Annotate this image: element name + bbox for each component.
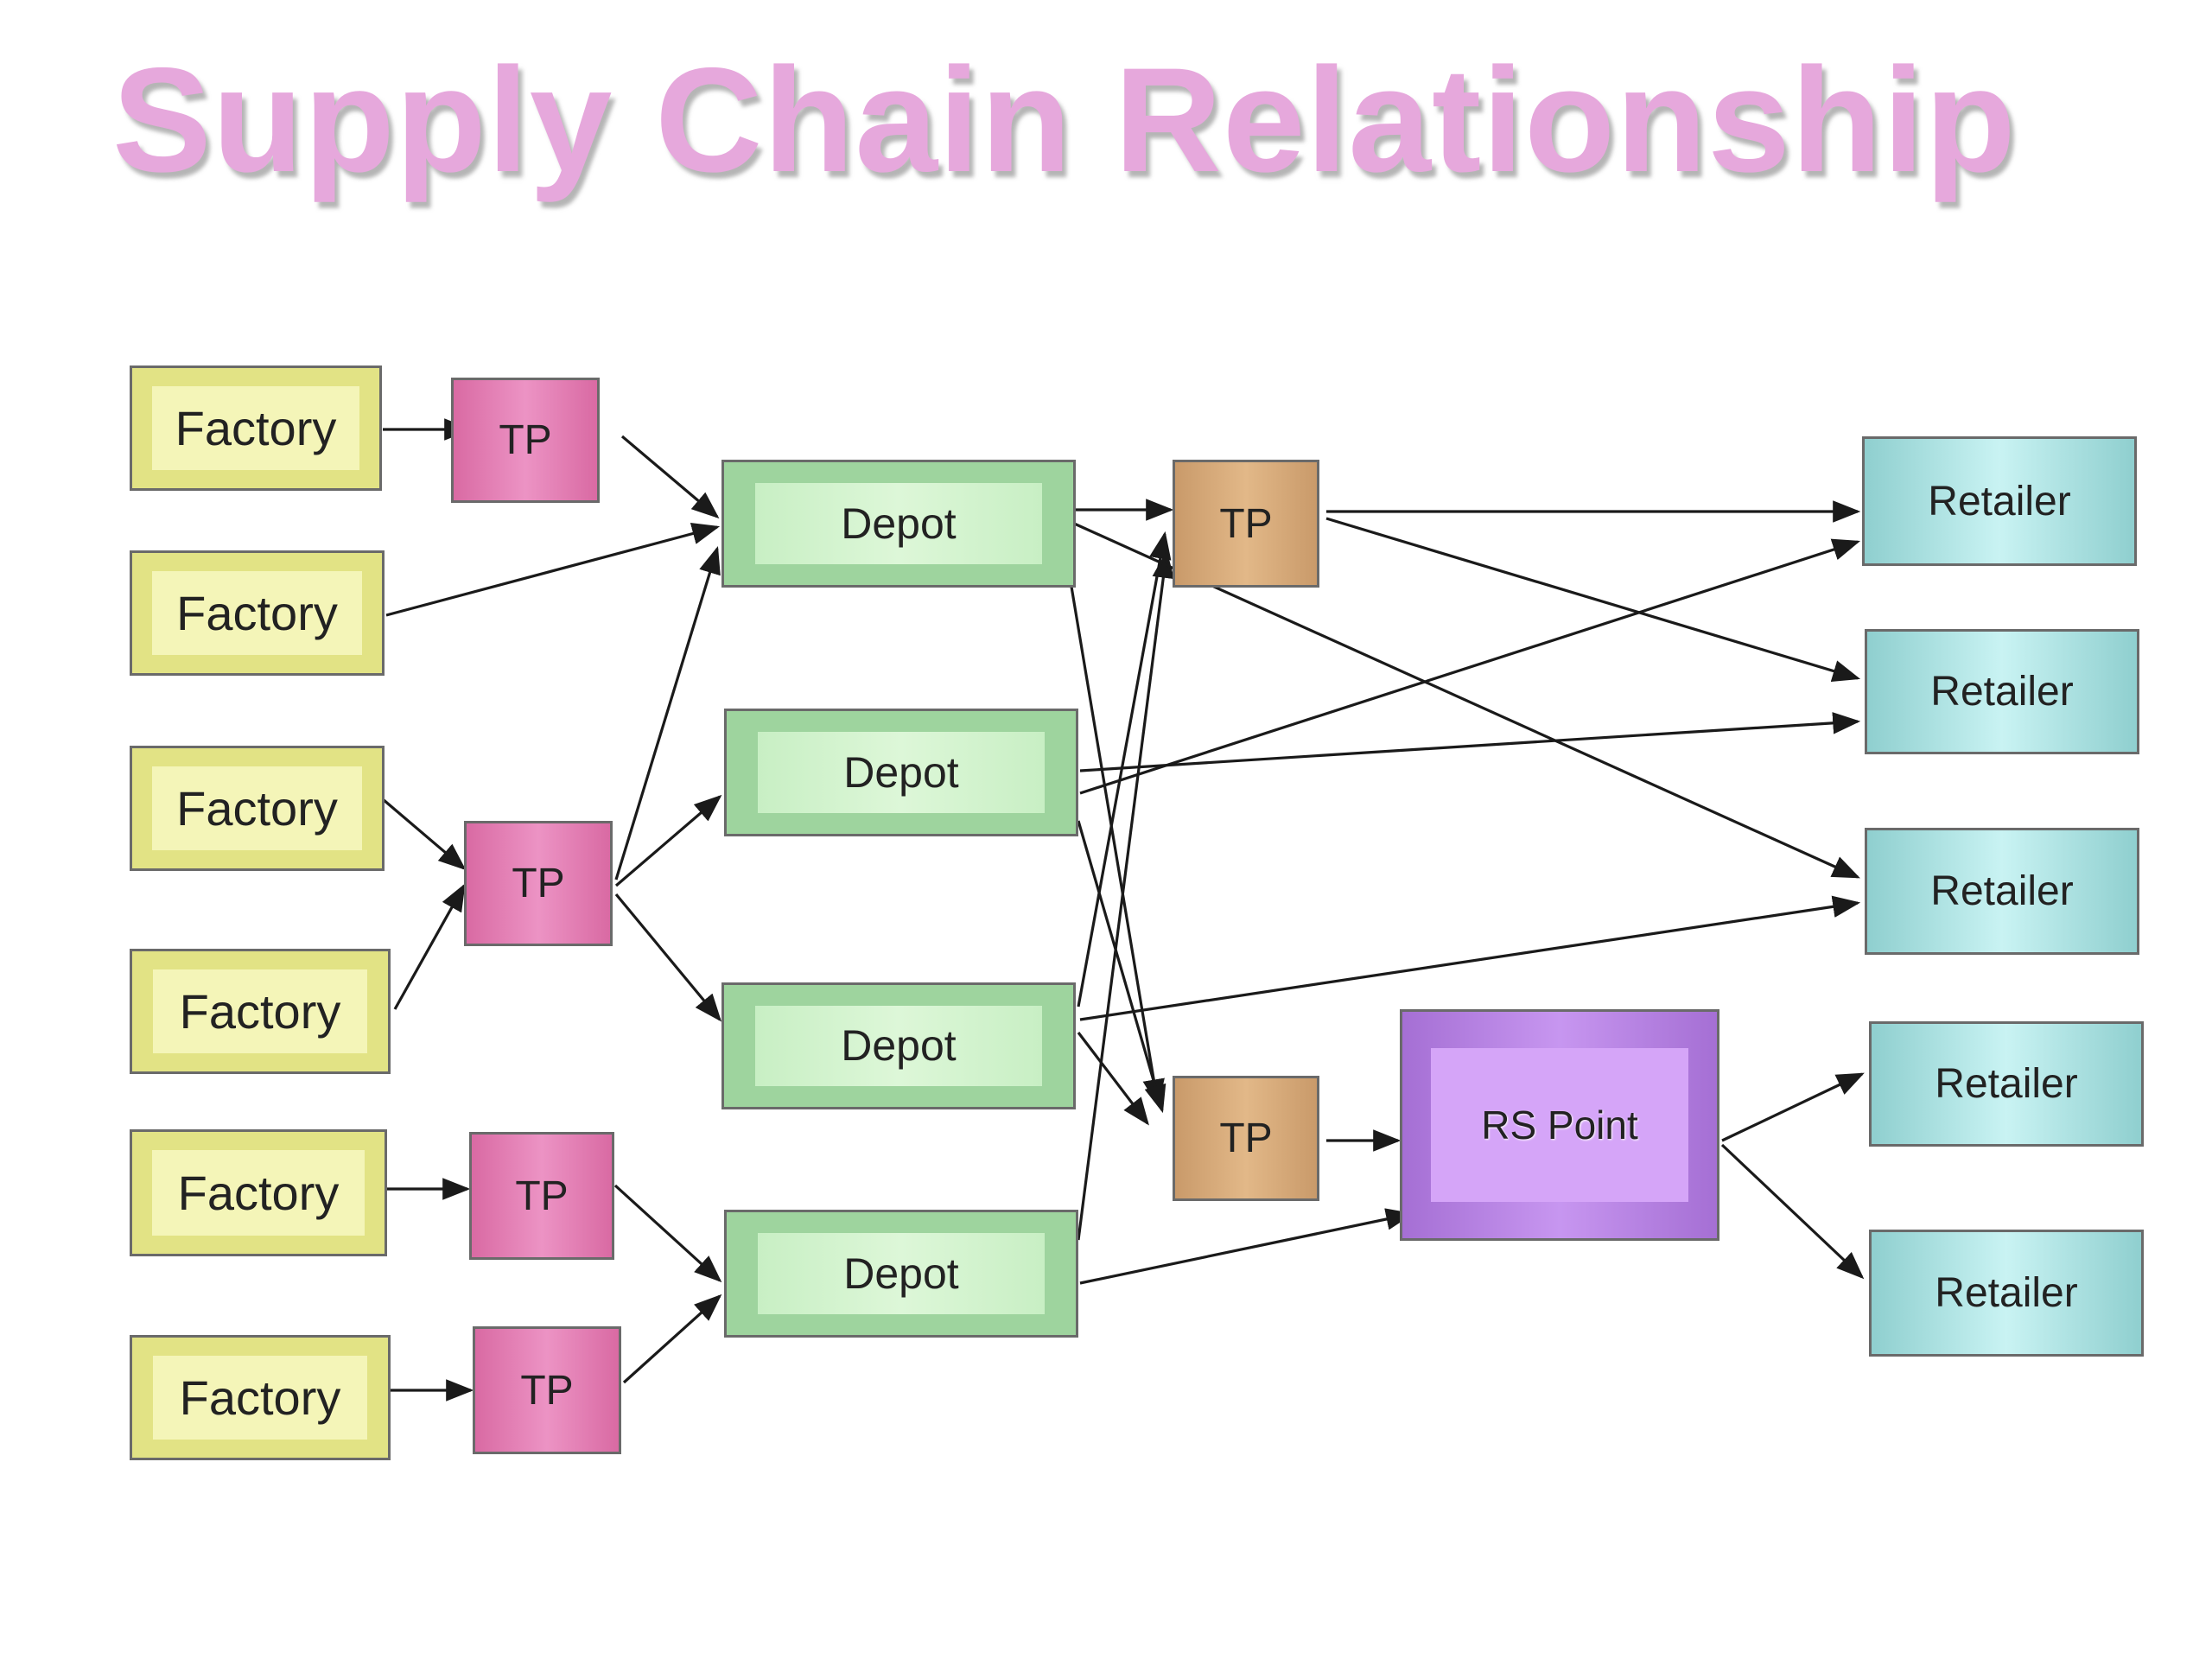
arrow-depot3-tp6 (1077, 1032, 1149, 1126)
factory-label: Factory (152, 1150, 365, 1236)
factory-label: Factory (152, 570, 362, 656)
arrow-depot3-tp5 (1077, 531, 1172, 1007)
arrow-tp2-depot2 (614, 794, 722, 887)
retailer-node: Retailer (1869, 1021, 2144, 1147)
arrow-tp3-depot4 (613, 1184, 722, 1283)
tp-node: TP (1173, 1076, 1319, 1201)
factory-node: Factory (130, 1129, 387, 1256)
factory-label: Factory (152, 969, 368, 1054)
factory-node: Factory (130, 550, 385, 676)
arrow-rspoint-retailer5 (1720, 1143, 1865, 1280)
factory-node: Factory (130, 949, 391, 1074)
factory-label: Factory (152, 766, 362, 851)
arrow-tp2-depot1 (614, 545, 721, 880)
factory-node: Factory (130, 365, 382, 491)
arrow-depot4-rspoint (1079, 1208, 1414, 1285)
depot-label: Depot (758, 1233, 1045, 1314)
depot-node: Depot (721, 460, 1076, 588)
retailer-node: Retailer (1869, 1230, 2144, 1357)
depot-node: Depot (721, 982, 1076, 1109)
arrow-rspoint-retailer4 (1721, 1072, 1865, 1142)
arrow-tp1-depot1 (620, 435, 720, 519)
depot-node: Depot (724, 709, 1078, 836)
tp-node: TP (1173, 460, 1319, 588)
depot-label: Depot (755, 1005, 1042, 1087)
factory-label: Factory (151, 385, 360, 471)
tp-node: TP (473, 1326, 621, 1454)
tp-node: TP (469, 1132, 614, 1260)
retailer-node: Retailer (1865, 828, 2139, 955)
factory-node: Factory (130, 746, 385, 871)
depot-node: Depot (724, 1210, 1078, 1338)
arrow-tp4-depot4 (622, 1294, 722, 1384)
rs-point-node: RS Point (1400, 1009, 1719, 1241)
arrow-depot2-retailer1 (1079, 538, 1861, 795)
retailer-node: Retailer (1862, 436, 2137, 566)
factory-label: Factory (152, 1355, 368, 1440)
tp-node: TP (451, 378, 600, 503)
arrow-factory2-depot1 (385, 523, 721, 617)
factory-node: Factory (130, 1335, 391, 1460)
arrow-tp5-retailer2 (1325, 517, 1861, 682)
arrow-depot3-retailer3 (1079, 895, 1861, 1021)
page-title: Supply Chain Relationship (112, 37, 2017, 203)
arrow-factory3-tp2 (381, 798, 467, 871)
arrow-factory4-tp2 (393, 883, 466, 1010)
rs-point-label: RS Point (1430, 1047, 1689, 1203)
arrow-depot1-tp6 (1066, 565, 1165, 1108)
arrow-depot2-retailer2 (1079, 712, 1861, 772)
arrow-depot2-tp6 (1077, 820, 1166, 1114)
depot-label: Depot (755, 483, 1042, 564)
arrow-depot4-tp5 (1077, 550, 1175, 1241)
retailer-node: Retailer (1865, 629, 2139, 754)
arrow-tp2-depot3 (614, 893, 722, 1022)
depot-label: Depot (758, 732, 1045, 813)
tp-node: TP (464, 821, 613, 946)
